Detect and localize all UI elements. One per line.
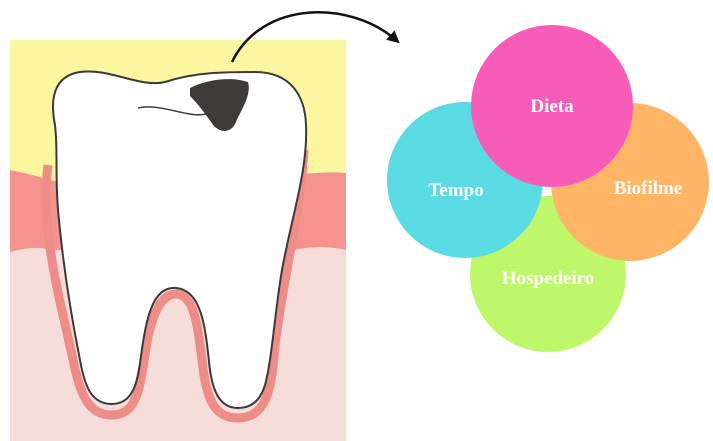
label-biofilme: Biofilme [614,178,683,199]
tooth-illustration [10,40,346,441]
factors-cluster: Dieta Biofilme Hospedeiro Tempo [387,25,709,352]
label-hospedeiro: Hospedeiro [502,268,595,289]
label-dieta: Dieta [530,96,574,117]
label-tempo: Tempo [428,180,483,201]
